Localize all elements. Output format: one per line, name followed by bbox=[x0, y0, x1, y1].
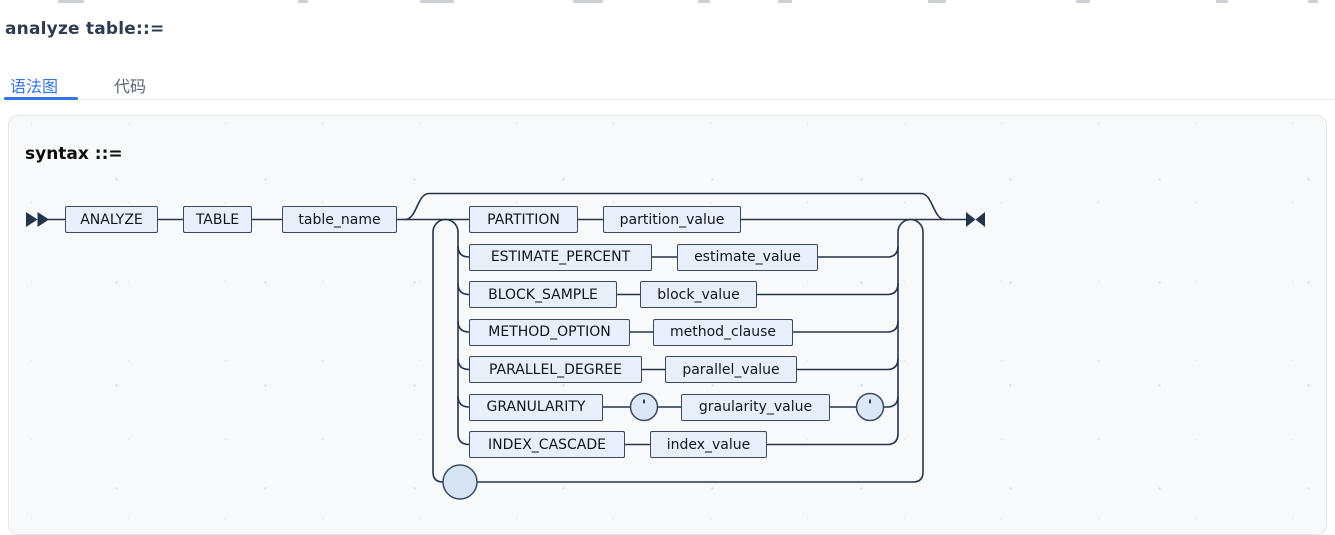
node-graularity-value: graularity_value bbox=[681, 393, 830, 421]
node-parallel-degree: PARALLEL_DEGREE bbox=[469, 356, 642, 383]
node-partition-value: partition_value bbox=[603, 206, 741, 233]
loop-circle bbox=[442, 464, 478, 500]
cropped-content-fragment bbox=[420, 0, 454, 3]
node-parallel-value: parallel_value bbox=[665, 356, 797, 383]
tab-code[interactable]: 代码 bbox=[114, 77, 147, 96]
node-block-value: block_value bbox=[640, 281, 757, 308]
tab-syntax-diagram[interactable]: 语法图 bbox=[10, 77, 59, 96]
syntax-label: syntax ::= bbox=[25, 144, 123, 164]
node-partition: PARTITION bbox=[469, 206, 578, 233]
cropped-content-fragment bbox=[58, 0, 84, 3]
node-estimate-percent: ESTIMATE_PERCENT bbox=[469, 243, 652, 271]
cropped-content-fragment bbox=[778, 0, 792, 3]
active-tab-indicator bbox=[4, 97, 78, 100]
svg-text:': ' bbox=[642, 398, 646, 414]
node-index-value: index_value bbox=[650, 431, 767, 458]
end-arrow-icon bbox=[966, 212, 985, 227]
node-estimate-value: estimate_value bbox=[677, 243, 818, 271]
node-table: TABLE bbox=[183, 206, 252, 233]
cropped-content-fragment bbox=[1308, 0, 1318, 3]
node-granularity: GRANULARITY bbox=[469, 393, 603, 421]
node-index-cascade: INDEX_CASCADE bbox=[469, 431, 625, 458]
tab-bar: 语法图 代码 bbox=[0, 70, 1335, 101]
cropped-content-fragment bbox=[1216, 0, 1228, 3]
quote-terminal-open: ' bbox=[629, 392, 659, 422]
cropped-content-fragment bbox=[1076, 0, 1090, 3]
cropped-content-fragment bbox=[698, 0, 710, 3]
start-arrow-icon bbox=[26, 212, 49, 227]
page-title: analyze table::= bbox=[5, 19, 165, 39]
cropped-content-fragment bbox=[573, 0, 603, 3]
node-method-option: METHOD_OPTION bbox=[469, 318, 630, 346]
svg-text:': ' bbox=[868, 398, 872, 414]
cropped-content-fragment bbox=[298, 0, 308, 3]
node-block-sample: BLOCK_SAMPLE bbox=[469, 281, 617, 308]
node-table-name: table_name bbox=[282, 206, 397, 233]
node-method-clause: method_clause bbox=[653, 318, 793, 346]
node-analyze: ANALYZE bbox=[65, 206, 158, 233]
tabbar-divider bbox=[0, 99, 1335, 100]
quote-terminal-close: ' bbox=[855, 392, 885, 422]
cropped-content-fragment bbox=[928, 0, 946, 3]
